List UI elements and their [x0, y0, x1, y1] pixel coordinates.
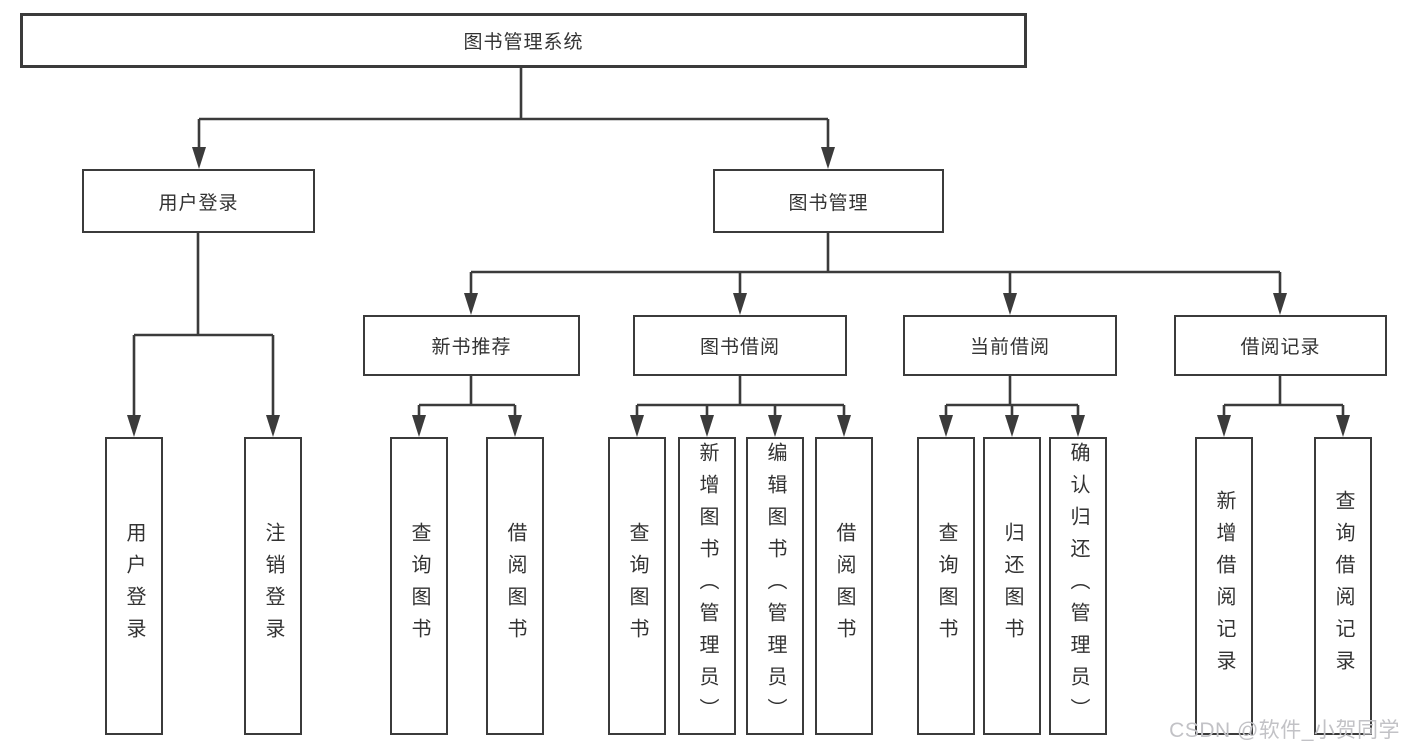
csdn-watermark: CSDN @软件_小贺同学 [1169, 719, 1400, 742]
leaf-label: 查询图书 [626, 522, 648, 650]
node-new-book-recommend: 新书推荐 [363, 315, 580, 376]
node-book-management-branch: 图书管理 [713, 169, 944, 233]
node-user-login-branch: 用户登录 [82, 169, 315, 233]
node-library-management-system: 图书管理系统 [20, 13, 1027, 68]
leaf-add-book-admin: 新增图书（管理员） [678, 437, 736, 735]
node-label: 当前借阅 [969, 337, 1050, 358]
leaf-confirm-return-admin: 确认归还（管理员） [1049, 437, 1107, 735]
leaf-borrow-books-borrow: 借阅图书 [815, 437, 873, 735]
leaf-label: 查询借阅记录 [1332, 490, 1354, 682]
leaf-label: 用户登录 [123, 522, 145, 650]
leaf-borrow-books-recommend: 借阅图书 [486, 437, 544, 735]
leaf-query-books-recommend: 查询图书 [390, 437, 448, 735]
leaf-query-books-current: 查询图书 [917, 437, 975, 735]
leaf-label: 查询图书 [408, 522, 430, 650]
leaf-label: 确认归还（管理员） [1067, 442, 1089, 730]
node-borrow-records: 借阅记录 [1174, 315, 1387, 376]
node-label: 用户登录 [158, 192, 239, 214]
leaf-add-borrow-record: 新增借阅记录 [1195, 437, 1253, 735]
leaf-edit-book-admin: 编辑图书（管理员） [746, 437, 804, 735]
leaf-label: 查询图书 [935, 522, 957, 650]
node-label: 借阅记录 [1240, 337, 1321, 358]
leaf-label: 编辑图书（管理员） [764, 442, 786, 730]
node-label: 图书管理 [788, 192, 869, 214]
leaf-logout: 注销登录 [244, 437, 302, 735]
leaf-label: 注销登录 [262, 522, 284, 650]
node-label: 图书借阅 [699, 337, 780, 358]
node-label: 图书管理系统 [463, 32, 584, 53]
leaf-label: 借阅图书 [504, 522, 526, 650]
leaf-label: 新增借阅记录 [1213, 490, 1235, 682]
leaf-return-books: 归还图书 [983, 437, 1041, 735]
leaf-query-borrow-record: 查询借阅记录 [1314, 437, 1372, 735]
leaf-user-login: 用户登录 [105, 437, 163, 735]
node-current-borrow: 当前借阅 [903, 315, 1117, 376]
leaf-query-books-borrow: 查询图书 [608, 437, 666, 735]
leaf-label: 借阅图书 [833, 522, 855, 650]
leaf-label: 归还图书 [1001, 522, 1023, 650]
leaf-label: 新增图书（管理员） [696, 442, 718, 730]
node-book-borrow: 图书借阅 [633, 315, 847, 376]
node-label: 新书推荐 [431, 337, 512, 358]
